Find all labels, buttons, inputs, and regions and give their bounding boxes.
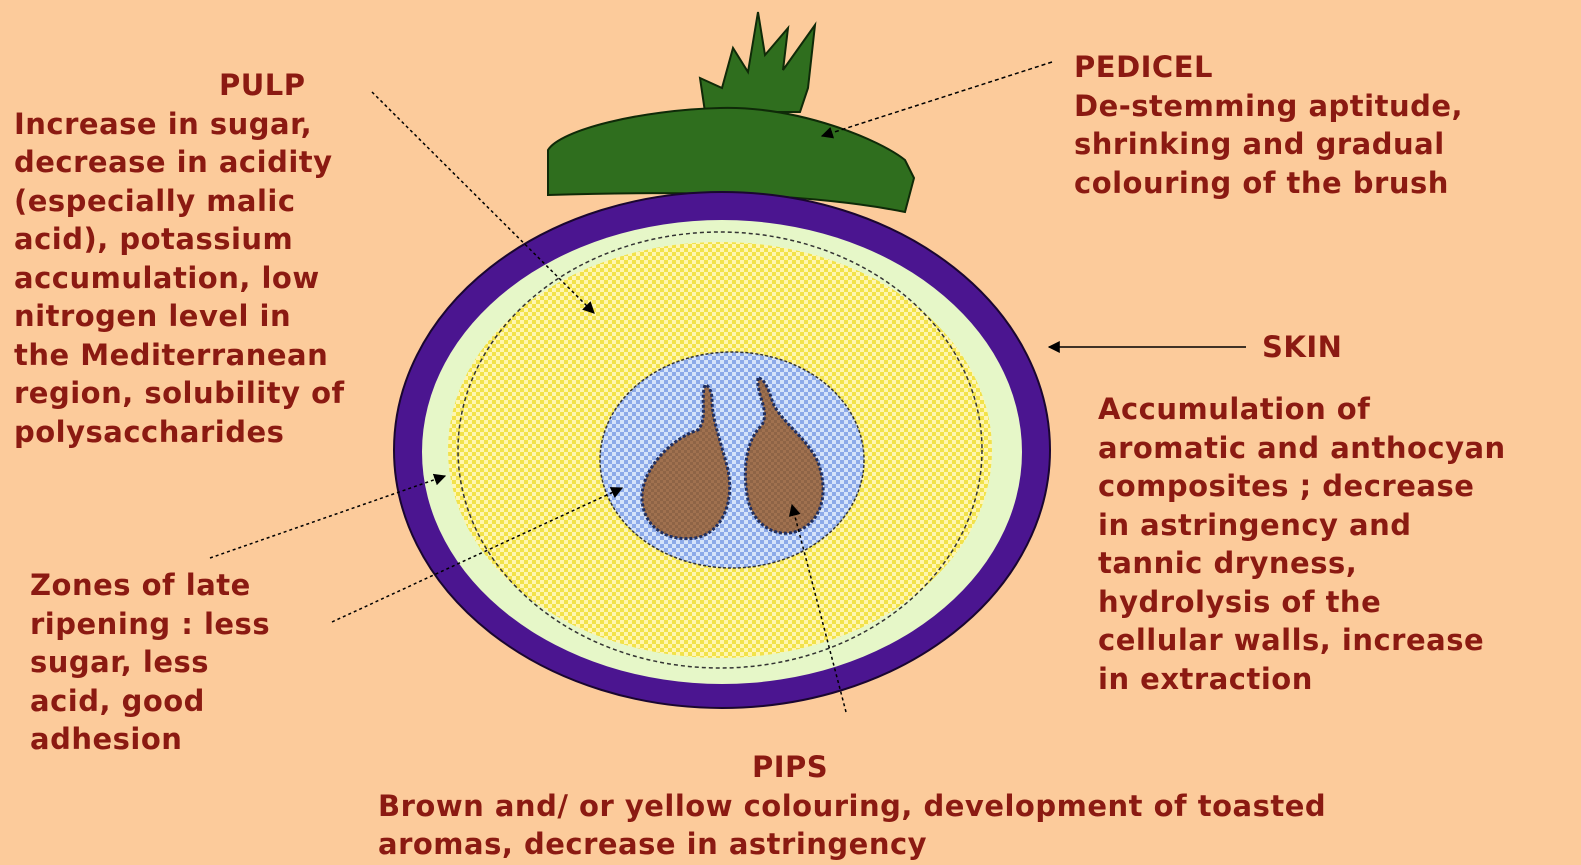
pips-heading: PIPS [378, 748, 1326, 787]
late-ripening-text-line: acid, good [30, 682, 270, 721]
pulp-text-line: decrease in acidity [14, 143, 345, 182]
pedicel-heading: PEDICEL [1074, 48, 1463, 87]
skin-text-line: hydrolysis of the [1098, 583, 1506, 622]
pulp-text-line: (especially malic [14, 182, 345, 221]
skin-heading: SKIN [1262, 330, 1342, 364]
pulp-text-line: polysaccharides [14, 413, 345, 452]
pips-label-block: PIPS Brown and/ or yellow colouring, dev… [378, 748, 1326, 864]
skin-text-line: aromatic and anthocyan [1098, 429, 1506, 468]
skin-text-line: in extraction [1098, 660, 1506, 699]
pips-text-line: Brown and/ or yellow colouring, developm… [378, 787, 1326, 826]
skin-text-line: Accumulation of [1098, 390, 1506, 429]
skin-text-line: in astringency and [1098, 506, 1506, 545]
pedicel-label-block: PEDICEL De-stemming aptitude, shrinking … [1074, 48, 1463, 202]
pulp-text-line: the Mediterranean [14, 336, 345, 375]
pulp-text-line: acid), potassium [14, 220, 345, 259]
pulp-text-line: Increase in sugar, [14, 105, 345, 144]
late-ripening-text-line: Zones of late [30, 566, 270, 605]
pulp-text-line: region, solubility of [14, 374, 345, 413]
late-ripening-text-line: sugar, less [30, 643, 270, 682]
pulp-label-block: PULP Increase in sugar, decrease in acid… [14, 66, 345, 451]
pulp-text-line: accumulation, low [14, 259, 345, 298]
late-ripening-text-line: adhesion [30, 720, 270, 759]
pulp-heading: PULP [14, 66, 345, 105]
pedicel-text-line: De-stemming aptitude, [1074, 87, 1463, 126]
late-ripening-label-block: Zones of late ripening : less sugar, les… [30, 566, 270, 759]
skin-text-line: tannic dryness, [1098, 544, 1506, 583]
pedicel-text-line: colouring of the brush [1074, 164, 1463, 203]
skin-text-line: composites ; decrease [1098, 467, 1506, 506]
pedicel-text-line: shrinking and gradual [1074, 125, 1463, 164]
pips-text-line: aromas, decrease in astringency [378, 825, 1326, 864]
late-ripening-text-line: ripening : less [30, 605, 270, 644]
seed-zone [600, 352, 864, 568]
skin-label-block: Accumulation of aromatic and anthocyan c… [1098, 390, 1506, 698]
stem-shape [548, 12, 914, 212]
pulp-text-line: nitrogen level in [14, 297, 345, 336]
skin-text-line: cellular walls, increase [1098, 621, 1506, 660]
